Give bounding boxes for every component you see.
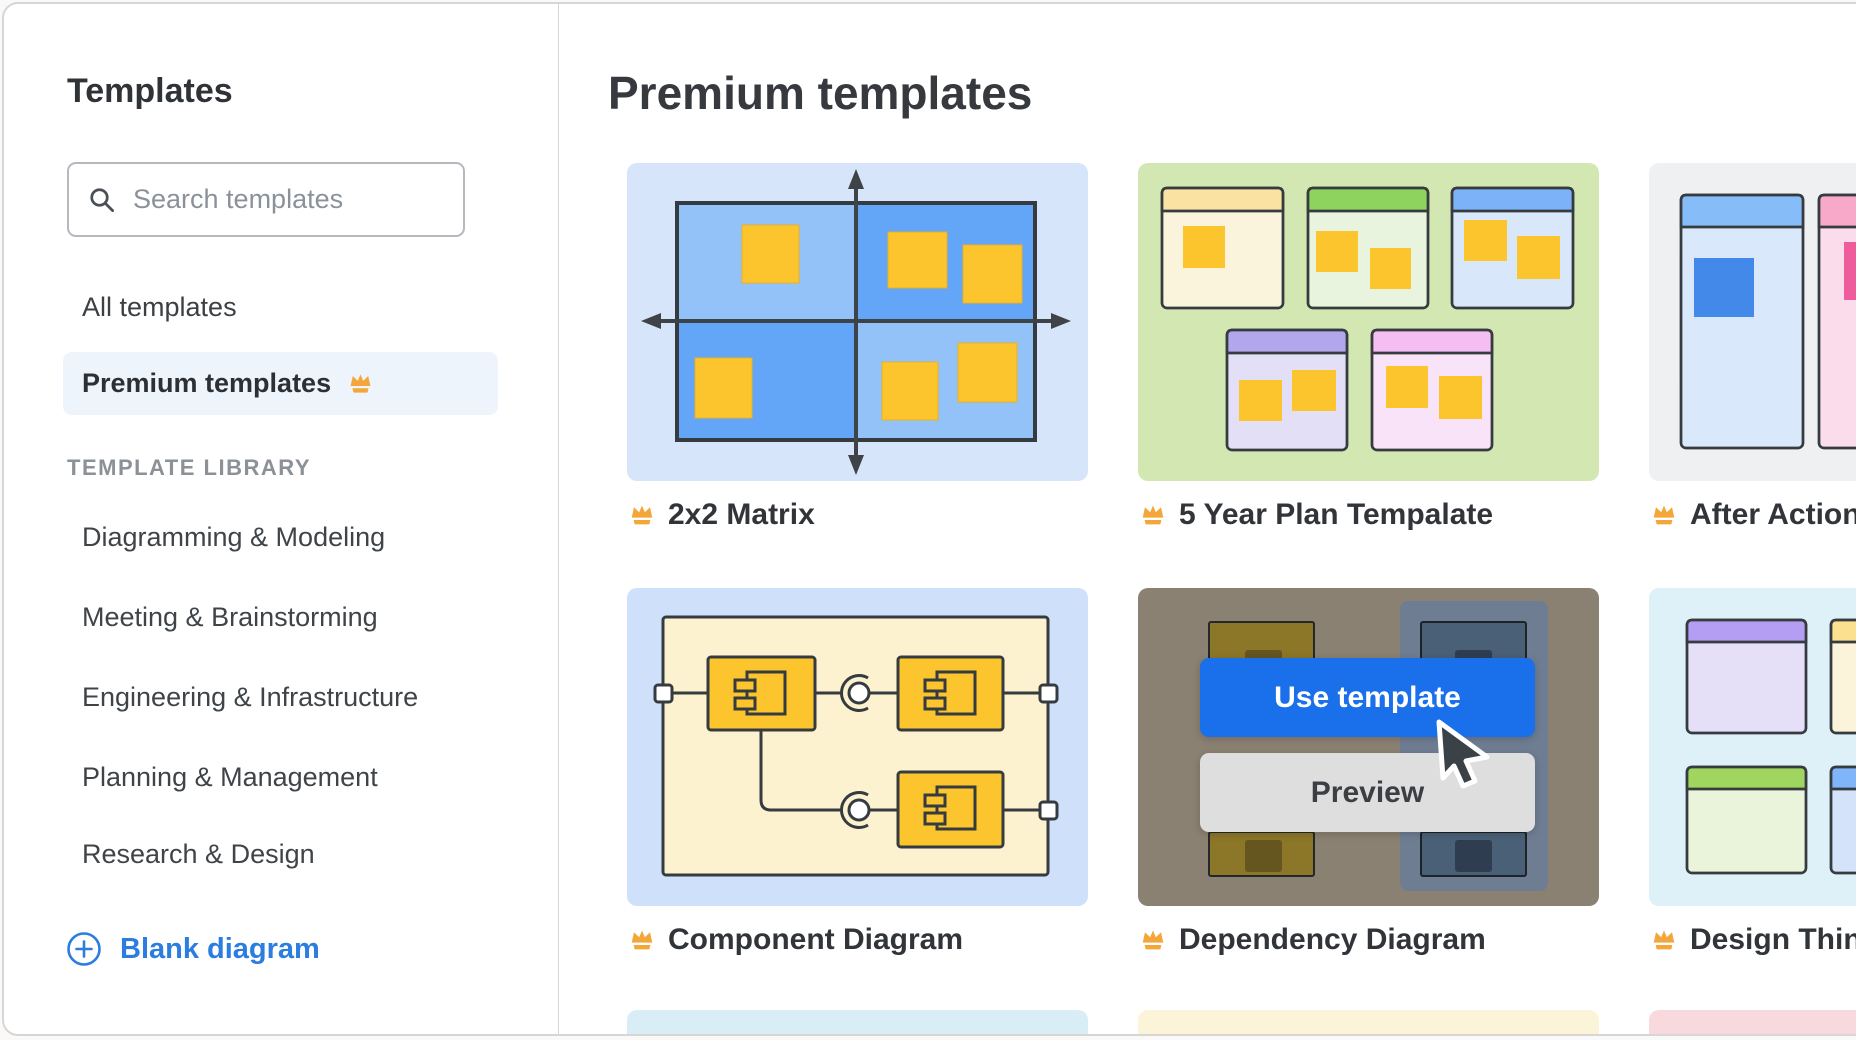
sidebar-item-meeting-brainstorming[interactable]: Meeting & Brainstorming [82, 602, 378, 632]
component-diagram-thumbnail [653, 615, 1059, 877]
crown-icon [629, 927, 655, 953]
sidebar-item-all-templates[interactable]: All templates [82, 292, 237, 322]
sidebar: Templates All templates Premium template… [2, 2, 559, 1036]
crown-icon [629, 502, 655, 528]
search-icon [90, 187, 114, 212]
template-card-partial-3[interactable] [1649, 1010, 1856, 1036]
dimmed-sticky [1455, 840, 1492, 872]
page-title: Premium templates [608, 67, 1033, 119]
preview-button[interactable]: Preview [1200, 753, 1535, 832]
template-card-partial-2[interactable] [1138, 1010, 1599, 1036]
template-card-component-diagram[interactable] [627, 588, 1088, 906]
crown-icon [1140, 927, 1166, 953]
design-thinking-thumbnail [1685, 618, 1856, 875]
card-title-after-action: After Action [1651, 498, 1856, 532]
template-card-after-action[interactable] [1649, 163, 1856, 481]
template-card-dependency-diagram[interactable]: Use template Preview [1138, 588, 1599, 906]
sidebar-item-diagramming-modeling[interactable]: Diagramming & Modeling [82, 522, 386, 552]
template-card-design-thinking[interactable] [1649, 588, 1856, 906]
mouse-cursor-icon [1436, 719, 1490, 789]
sidebar-title: Templates [67, 72, 233, 110]
use-template-button[interactable]: Use template [1200, 658, 1535, 737]
template-card-5-year-plan[interactable] [1138, 163, 1599, 481]
sidebar-item-research-design[interactable]: Research & Design [82, 839, 315, 869]
sidebar-item-engineering-infrastructure[interactable]: Engineering & Infrastructure [82, 682, 419, 712]
search-input[interactable] [131, 183, 435, 216]
card-title-dependency-diagram: Dependency Diagram [1140, 923, 1486, 957]
2x2-matrix-thumbnail [641, 169, 1071, 475]
sidebar-item-planning-management[interactable]: Planning & Management [82, 762, 378, 792]
blank-diagram-label: Blank diagram [120, 932, 320, 965]
template-card-partial-1[interactable] [627, 1010, 1088, 1036]
card-title-5-year-plan: 5 Year Plan Tempalate [1140, 498, 1493, 532]
card-title-2x2-matrix: 2x2 Matrix [629, 498, 815, 532]
template-card-2x2-matrix[interactable] [627, 163, 1088, 481]
after-action-thumbnail [1679, 193, 1856, 450]
template-library-section-label: TEMPLATE LIBRARY [67, 455, 311, 480]
plus-circle-icon [67, 932, 101, 966]
search-box[interactable] [67, 162, 465, 237]
crown-icon [348, 371, 373, 396]
5-year-plan-thumbnail [1160, 186, 1575, 452]
sidebar-item-label: Premium templates [82, 368, 332, 398]
sidebar-item-premium-templates[interactable]: Premium templates [63, 352, 498, 415]
crown-icon [1651, 502, 1677, 528]
card-title-component-diagram: Component Diagram [629, 923, 963, 957]
crown-icon [1140, 502, 1166, 528]
blank-diagram-button[interactable]: Blank diagram [66, 931, 320, 967]
card-title-design-thinking: Design Thinking [1651, 923, 1856, 957]
dimmed-sticky [1245, 840, 1282, 872]
crown-icon [1651, 927, 1677, 953]
